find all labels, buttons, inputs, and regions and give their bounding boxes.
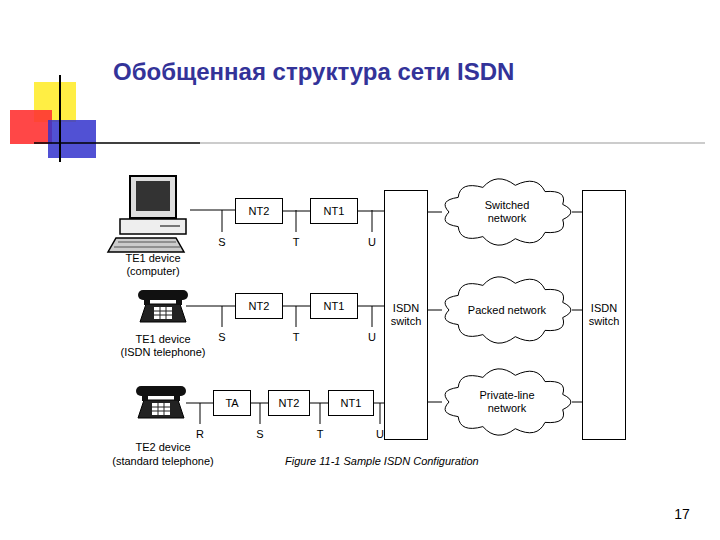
reference-point-wires xyxy=(186,210,380,424)
diagram-label: TE1 device xyxy=(135,333,190,346)
node-label: Packed network xyxy=(468,304,546,317)
connector-line xyxy=(428,402,442,403)
diagram-label: S xyxy=(256,428,263,441)
slide-title: Обобщенная структура сети ISDN xyxy=(113,58,514,86)
isdn-switch-box: ISDN switch xyxy=(384,190,428,440)
diagram-label: U xyxy=(376,428,384,441)
computer-icon xyxy=(108,176,186,252)
node-label: TA xyxy=(225,397,238,410)
connector-line xyxy=(428,310,442,311)
connector-line xyxy=(572,310,582,311)
title-rule xyxy=(200,143,705,144)
connector-line xyxy=(374,403,384,404)
red-square xyxy=(10,110,52,144)
device-box: TA xyxy=(213,390,251,416)
connector-line xyxy=(251,403,268,404)
connector-line xyxy=(572,212,582,213)
node-label: ISDN switch xyxy=(389,302,423,327)
isdn-telephone-icon xyxy=(138,290,188,322)
figure-caption: Figure 11-1 Sample ISDN Configuration xyxy=(285,455,479,467)
connector-line xyxy=(428,212,442,213)
network-cloud: Packed network xyxy=(442,276,572,344)
connector-line xyxy=(283,211,310,212)
blue-square xyxy=(48,120,96,158)
device-box: NT1 xyxy=(310,198,358,224)
diagram-label: T xyxy=(293,236,300,249)
connector-line xyxy=(283,306,310,307)
diagram-label: (computer) xyxy=(126,265,179,278)
isdn-switch-box: ISDN switch xyxy=(582,190,626,440)
standard-telephone-icon xyxy=(136,386,186,418)
node-label: Private-line network xyxy=(465,389,549,414)
diagram-label: S xyxy=(218,331,225,344)
device-box: NT1 xyxy=(328,390,374,416)
diagram-label: R xyxy=(196,428,204,441)
device-box: NT2 xyxy=(235,198,283,224)
diagram-label: S xyxy=(218,236,225,249)
diagram-label: (ISDN telephone) xyxy=(121,346,206,359)
diagram-label: TE1 device xyxy=(125,252,180,265)
device-box: NT2 xyxy=(268,390,310,416)
connector-line xyxy=(310,403,328,404)
node-label: NT1 xyxy=(324,300,345,313)
node-label: NT2 xyxy=(249,300,270,313)
device-box: NT1 xyxy=(310,293,358,319)
diagram-label: U xyxy=(368,331,376,344)
network-cloud: Switched network xyxy=(442,178,572,246)
page-number: 17 xyxy=(674,506,690,522)
diagram-label: T xyxy=(293,331,300,344)
diagram-label: U xyxy=(368,236,376,249)
node-label: NT2 xyxy=(279,397,300,410)
diagram-label: TE2 device xyxy=(135,441,190,454)
connector-line xyxy=(358,306,384,307)
node-label: NT1 xyxy=(324,205,345,218)
connector-line xyxy=(358,211,384,212)
vertical-rule xyxy=(59,75,61,162)
network-cloud: Private-line network xyxy=(442,368,572,436)
diagram-label: (standard telephone) xyxy=(112,455,214,468)
node-label: Switched network xyxy=(465,199,549,224)
connector-line xyxy=(572,402,582,403)
node-label: ISDN switch xyxy=(587,302,621,327)
device-box: NT2 xyxy=(235,293,283,319)
diagram-label: T xyxy=(317,428,324,441)
node-label: NT2 xyxy=(249,205,270,218)
node-label: NT1 xyxy=(341,397,362,410)
title-rule xyxy=(34,142,200,144)
